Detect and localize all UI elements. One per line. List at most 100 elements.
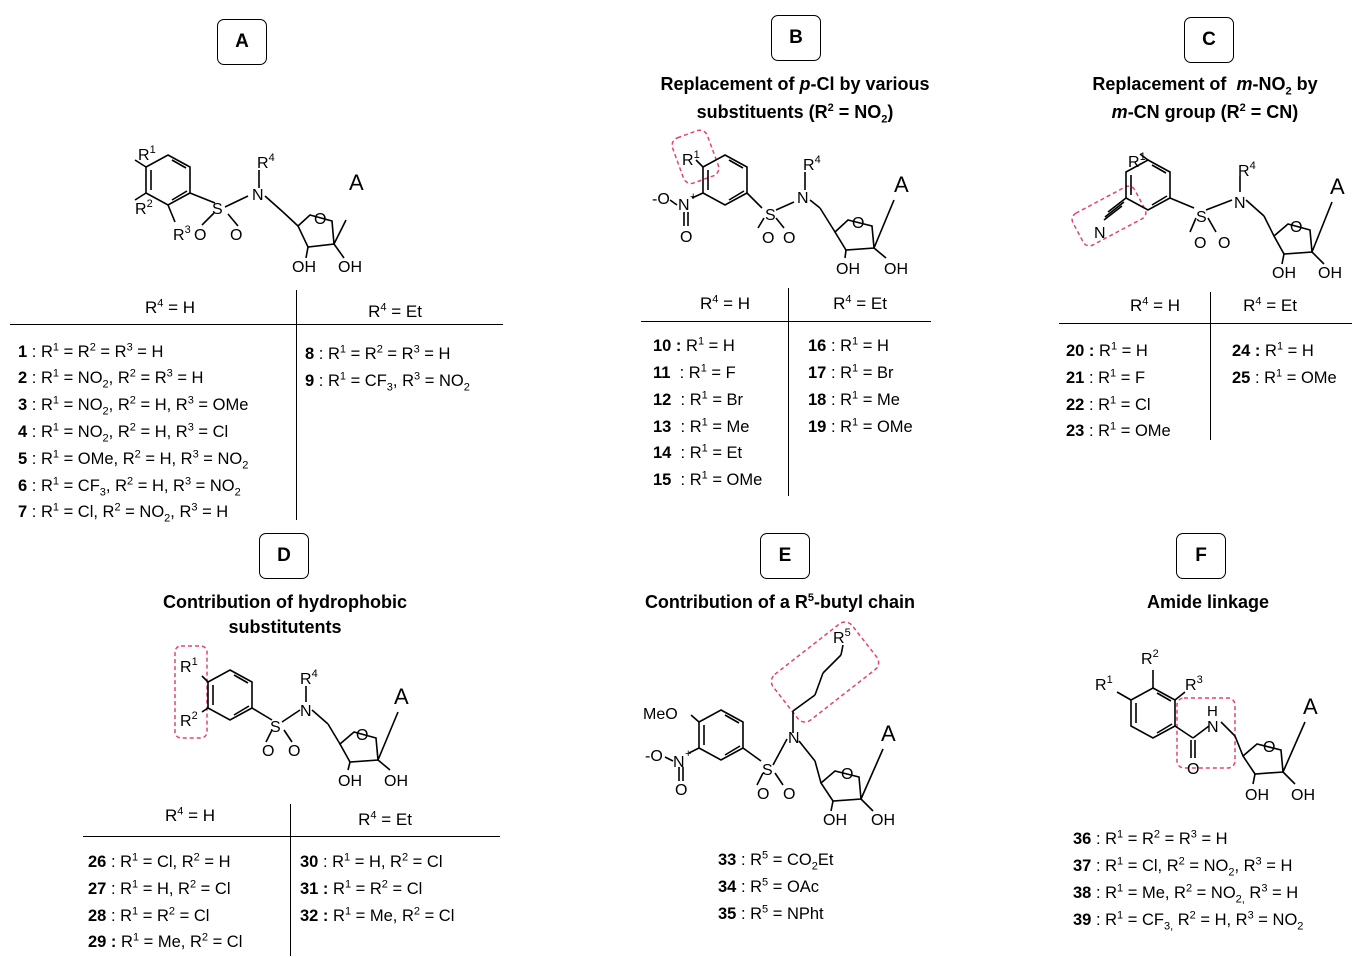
atom-adenine: A — [1330, 174, 1345, 199]
atom-o: O — [1290, 219, 1302, 236]
list-item: 34 : R5 = OAc — [718, 876, 820, 896]
highlight-box — [770, 621, 880, 723]
list-item: 31 : R1 = R2 = Cl — [300, 878, 423, 898]
panel-b-label: B — [771, 15, 821, 61]
list-item: 26 : R1 = Cl, R2 = H — [88, 851, 231, 871]
atom-r2: R2 — [135, 198, 153, 218]
atom-oh: OH — [338, 259, 362, 276]
atom-r1: R1 — [180, 656, 198, 676]
col-head-r4-h: R4 = H — [699, 293, 751, 313]
panel-e-heading: Contribution of a R5-butyl chain — [644, 592, 916, 612]
atom-oh: OH — [1272, 265, 1296, 282]
list-item: 38 : R1 = Me, R2 = NO2, R3 = H — [1073, 882, 1299, 906]
list-item: 32 : R1 = Me, R2 = Cl — [300, 905, 455, 925]
atom-s: S — [762, 762, 773, 779]
col-head-r4-et: R4 = Et — [368, 301, 422, 321]
atom-oh: OH — [871, 812, 895, 829]
list-item: 27 : R1 = H, R2 = Cl — [88, 878, 231, 898]
list-item: 14 : R1 = Et — [653, 442, 743, 462]
atom-o: O — [1263, 739, 1275, 756]
atom-r1: R1 — [138, 144, 156, 164]
list-item: 19 : R1 = OMe — [808, 416, 913, 436]
col-head-r4-et: R4 = Et — [833, 293, 887, 313]
list-item: 4 : R1 = NO2, R2 = H, R3 = Cl — [18, 421, 229, 445]
atom-oh: OH — [292, 259, 316, 276]
list-item: 37 : R1 = Cl, R2 = NO2, R3 = H — [1073, 855, 1293, 879]
list-item: 23 : R1 = OMe — [1066, 420, 1171, 440]
list-item: 7 : R1 = Cl, R2 = NO2, R3 = H — [18, 501, 229, 525]
highlight-box — [1071, 185, 1147, 247]
atom-oh: OH — [1291, 787, 1315, 804]
atom-o: O — [680, 229, 692, 246]
panel-e-label: E — [760, 533, 810, 579]
highlight-box — [174, 645, 208, 739]
atom-n: N — [252, 187, 264, 204]
list-item: 17 : R1 = Br — [808, 362, 894, 382]
panel-c-label: C — [1184, 17, 1234, 63]
list-item: 18 : R1 = Me — [808, 389, 900, 409]
atom-o: O — [1187, 761, 1199, 778]
list-item: 10 : R1 = H — [653, 335, 735, 355]
atom-oh: OH — [823, 812, 847, 829]
atom-n: N — [300, 703, 312, 720]
panel-c-heading: Replacement of m-NO2 by m-CN group (R2 =… — [1092, 74, 1318, 122]
atom-n: N — [678, 197, 690, 214]
list-item: 5 : R1 = OMe, R2 = H, R3 = NO2 — [18, 448, 249, 472]
atom-oh: OH — [884, 261, 908, 278]
atom-o: O — [852, 215, 864, 232]
atom-r2: R2 — [1141, 648, 1159, 668]
list-item: 20 : R1 = H — [1066, 340, 1148, 360]
list-item: 24 : R1 = H — [1232, 340, 1314, 360]
panel-a-label: A — [217, 19, 267, 65]
list-item: 36 : R1 = R2 = R3 = H — [1073, 828, 1228, 848]
atom-o-minus: -O — [645, 748, 663, 765]
atom-r4: R4 — [1238, 160, 1256, 180]
atom-r5: R5 — [833, 627, 851, 647]
atom-n: N — [673, 754, 685, 771]
atom-o: O — [1194, 235, 1206, 252]
atom-oh: OH — [1318, 265, 1342, 282]
list-item: 13 : R1 = Me — [653, 416, 750, 436]
atom-meo: MeO — [643, 706, 678, 723]
list-item: 1 : R1 = R2 = R3 = H — [18, 341, 164, 361]
list-item: 25 : R1 = OMe — [1232, 367, 1337, 387]
panel-b-heading: Replacement of p-Cl by various substitue… — [660, 74, 930, 126]
list-item: 21 : R1 = F — [1066, 367, 1146, 387]
atom-o: O — [356, 727, 368, 744]
list-item: 28 : R1 = R2 = Cl — [88, 905, 210, 925]
atom-oh: OH — [338, 773, 362, 790]
atom-charge-plus: + — [685, 748, 691, 760]
panel-f-label: F — [1176, 533, 1226, 579]
atom-o: O — [762, 230, 774, 247]
atom-o: O — [230, 227, 242, 244]
atom-r3: R3 — [173, 224, 191, 244]
structure-d: R1 R2 S O O N R4 O A OH OH — [174, 645, 409, 790]
structure-f: R2 R1 R3 H N O O A OH OH — [1095, 648, 1318, 804]
atom-o: O — [262, 743, 274, 760]
atom-r1: R1 — [682, 149, 700, 169]
atom-n: N — [1234, 195, 1246, 212]
structure-e: MeO N + -O O S O O N R5 O A OH OH — [643, 621, 896, 829]
atom-s: S — [270, 719, 281, 736]
panel-d-heading: Contribution of hydrophobic substitutent… — [163, 592, 407, 637]
panel-d-label: D — [259, 533, 309, 579]
list-item: 6 : R1 = CF3, R2 = H, R3 = NO2 — [18, 475, 241, 499]
list-item: 33 : R5 = CO2Et — [718, 849, 834, 873]
atom-n: N — [797, 190, 809, 207]
atom-adenine: A — [394, 684, 409, 709]
list-item: 9 : R1 = CF3, R3 = NO2 — [305, 370, 470, 394]
atom-oh: OH — [1245, 787, 1269, 804]
col-head-r4-h: R4 = H — [144, 297, 196, 317]
list-item: 2 : R1 = NO2, R2 = R3 = H — [18, 367, 204, 391]
atom-o: O — [1218, 235, 1230, 252]
structure-b: R1 N + -O O S O O N R4 O A OH OH — [652, 129, 909, 278]
list-item: 30 : R1 = H, R2 = Cl — [300, 851, 443, 871]
list-item: 15 : R1 = OMe — [653, 469, 763, 489]
panel-f-heading: Amide linkage — [1146, 592, 1270, 612]
list-item: 16 : R1 = H — [808, 335, 889, 355]
col-head-r4-et: R4 = Et — [358, 809, 412, 829]
atom-h: H — [1207, 703, 1218, 720]
atom-adenine: A — [1303, 694, 1318, 719]
structure-a: R1 R2 R3 S O O N R4 O A OH OH — [134, 144, 364, 276]
atom-r3: R3 — [1185, 674, 1203, 694]
